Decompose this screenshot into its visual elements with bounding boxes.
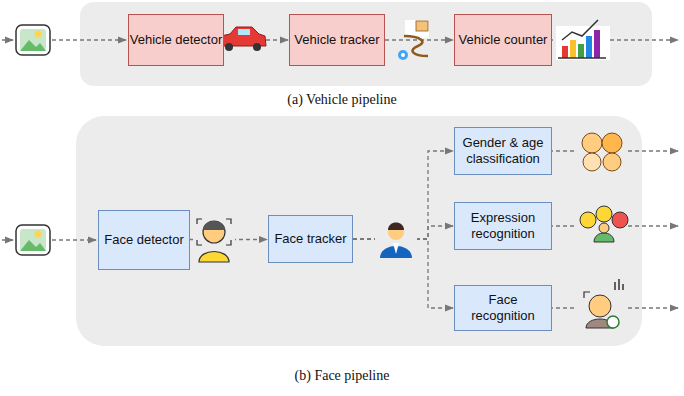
process-box: Vehicle tracker [289, 14, 385, 66]
vehicle-panel [80, 2, 652, 86]
face-icon [193, 219, 235, 262]
box-label: Gender & age classification [455, 135, 551, 167]
subfigure-caption: (b) Face pipeline [295, 368, 390, 384]
box-label: Face tracker [274, 231, 346, 247]
flow-arrow [353, 239, 453, 308]
process-box: Vehicle counter [454, 14, 552, 66]
box-label: Expression recognition [455, 210, 551, 242]
process-box: Vehicle detector [128, 14, 224, 66]
person-icon [375, 222, 417, 260]
box-label: Face recognition [455, 292, 551, 324]
face-panel [76, 116, 642, 346]
expression-icon [580, 206, 628, 242]
process-box: Expression recognition [454, 202, 552, 250]
box-label: Vehicle detector [130, 32, 223, 48]
route-icon [398, 20, 429, 60]
subfigure-caption: (a) Vehicle pipeline [287, 92, 396, 108]
process-box: Face tracker [268, 215, 353, 263]
box-label: Vehicle counter [459, 32, 548, 48]
face-recognition-icon [584, 279, 623, 328]
process-box: Gender & age classification [454, 127, 552, 175]
age-gender-icon [582, 133, 622, 171]
process-box: Face detector [98, 210, 190, 270]
process-box: Face recognition [454, 285, 552, 331]
image-icon [16, 25, 50, 55]
box-label: Face detector [104, 232, 184, 248]
chart-icon [556, 20, 610, 60]
input-output-arrows [2, 40, 678, 308]
image-icon [16, 225, 50, 255]
car-icon [219, 27, 266, 51]
box-label: Vehicle tracker [294, 32, 379, 48]
